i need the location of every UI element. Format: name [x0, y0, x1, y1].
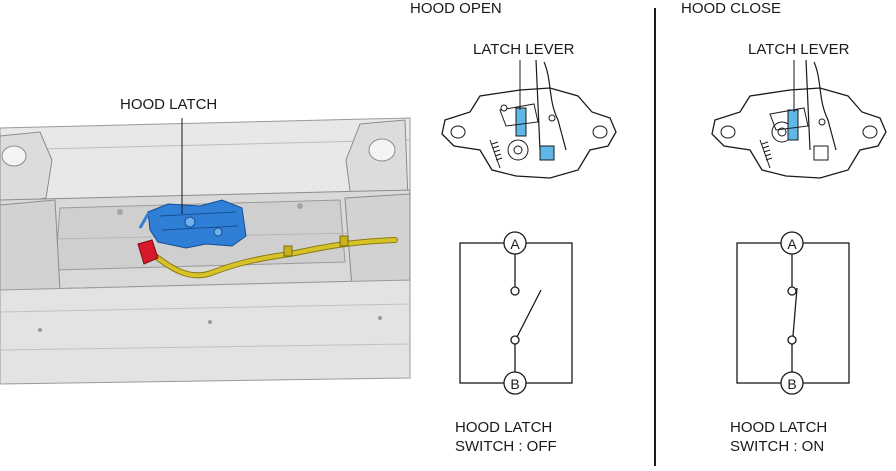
hood-open-title: HOOD OPEN: [410, 0, 502, 17]
switch-schematic-closed: [736, 231, 850, 395]
latch-drawing-closed: [711, 59, 887, 179]
switch-caption-closed-line2: SWITCH : ON: [730, 438, 825, 455]
switch-caption-open-line1: HOOD LATCH: [455, 419, 553, 436]
wire-harness: [147, 235, 398, 279]
hood-latch-component: [138, 199, 247, 249]
latch-switch-connector: [137, 239, 159, 265]
terminal-b-closed: B: [787, 376, 797, 392]
latch-drawing-open: [441, 59, 617, 179]
switch-contact-closed: [792, 287, 798, 337]
terminal-a-closed: A: [787, 236, 797, 252]
latch-lever-label-open: LATCH LEVER: [473, 41, 575, 58]
terminal-a-open: A: [510, 236, 520, 252]
hood-close-title: HOOD CLOSE: [681, 0, 782, 17]
switch-caption-closed-line1: HOOD LATCH: [730, 419, 828, 436]
hood-latch-label: HOOD LATCH: [120, 96, 218, 113]
switch-caption-open-line2: SWITCH : OFF: [455, 438, 557, 455]
latch-lever-label-closed: LATCH LEVER: [748, 41, 850, 58]
switch-schematic-open: [459, 231, 573, 395]
switch-contact-open: [516, 289, 542, 338]
terminal-b-open: B: [510, 376, 520, 392]
